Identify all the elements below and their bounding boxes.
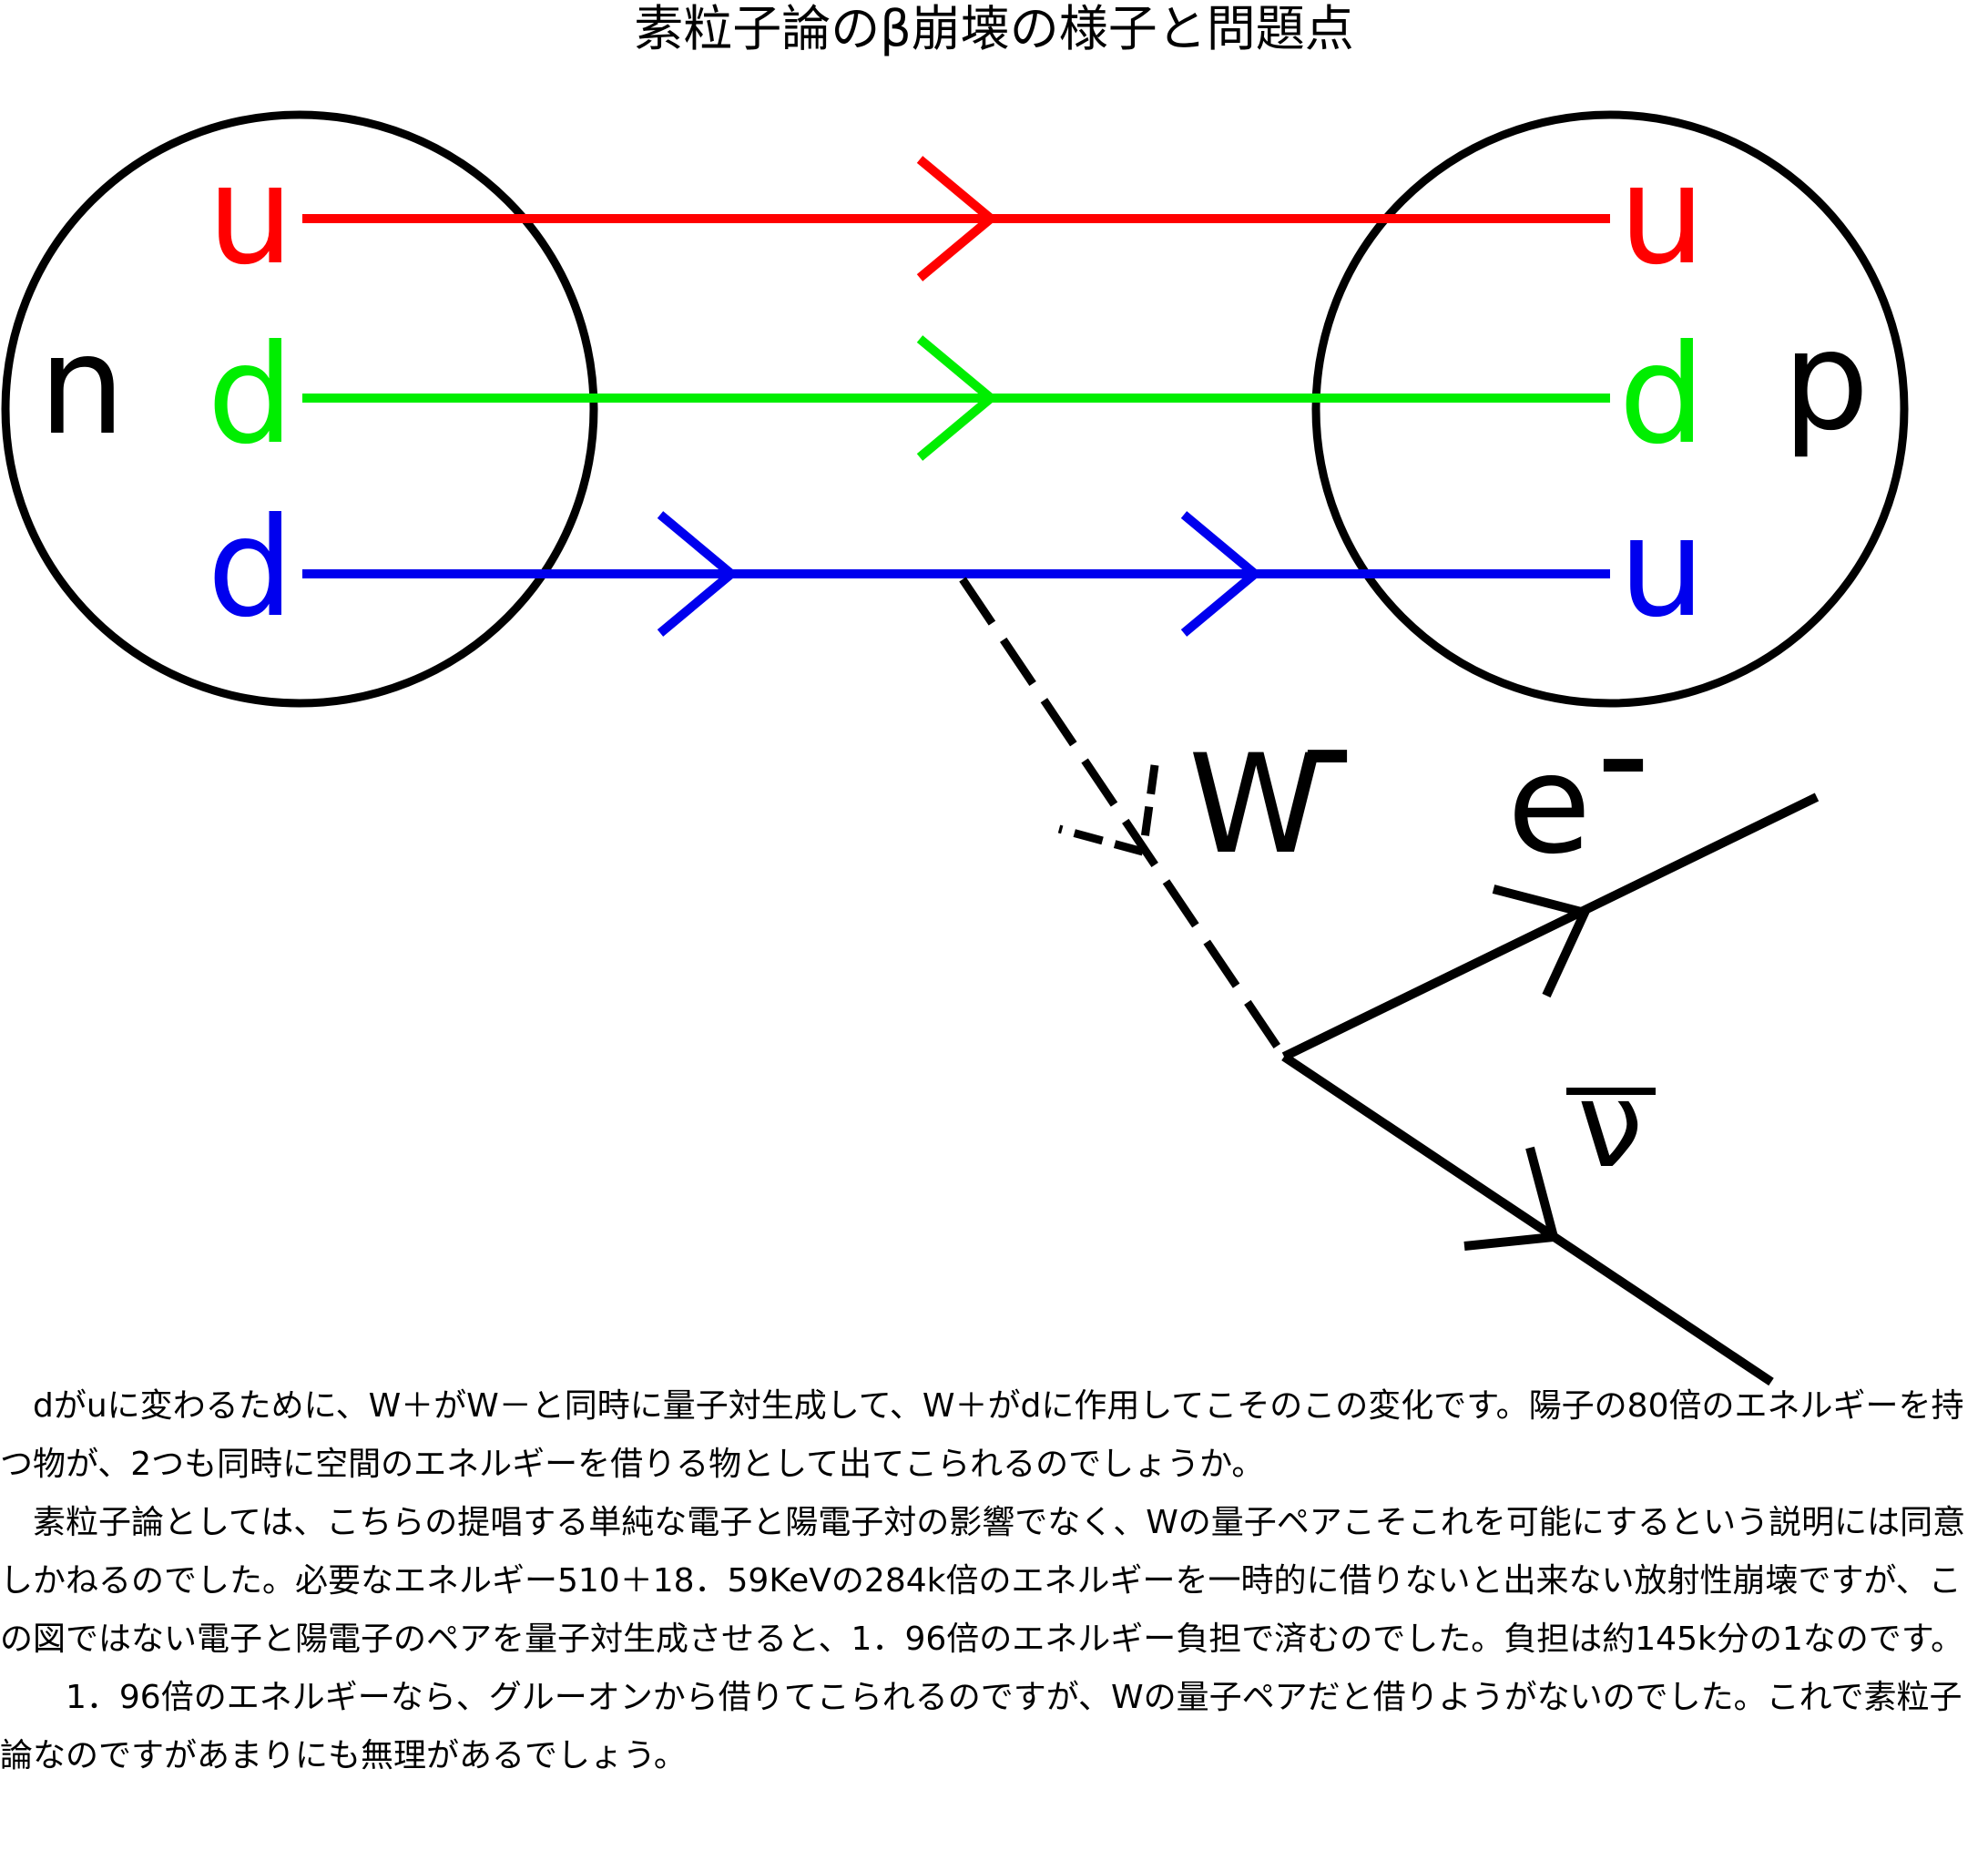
- paragraph-2: 素粒子論としては、こちらの提唱する単純な電子と陽電子対の影響でなく、Wの量子ペア…: [0, 1504, 1966, 1658]
- electron-label: e: [1507, 726, 1591, 884]
- paragraph-1: dがuに変わるために、W＋がW－と同時に量子対生成して、W＋がdに作用してこその…: [0, 1387, 1964, 1483]
- up-quark-line: [302, 156, 1610, 281]
- neutron-quark-1: u: [207, 137, 293, 295]
- proton-quark-1: u: [1618, 137, 1705, 295]
- proton-circle: [1311, 110, 1909, 708]
- antineutrino-label: ν: [1577, 1056, 1644, 1194]
- w-boson-propagator: [959, 577, 1288, 1059]
- electron-line: [1281, 792, 1820, 1061]
- proton-quark-2: d: [1618, 316, 1705, 475]
- w-boson-label: W: [1188, 726, 1323, 884]
- transforming-quark-arrow-2: [1180, 511, 1262, 637]
- w-boson-symbol: W: [1188, 726, 1323, 884]
- neutron-quark-2: d: [207, 316, 293, 475]
- electron-arrow: [1492, 884, 1592, 998]
- neutron-label: n: [38, 307, 125, 465]
- up-quark-arrow: [916, 156, 998, 281]
- explanation-text: dがuに変わるために、W＋がW－と同時に量子対生成して、W＋がdに作用してこその…: [0, 1377, 1988, 1785]
- neutron-circle: [1, 110, 598, 708]
- electron-symbol: e: [1507, 726, 1591, 884]
- proton-quark-3: u: [1618, 489, 1705, 648]
- electron-charge: –: [1598, 700, 1648, 816]
- down-quark-arrow: [916, 335, 998, 461]
- w-boson-arrow-a: [1138, 764, 1159, 853]
- w-boson-charge: –: [1302, 690, 1352, 807]
- transforming-quark-arrow-1: [657, 511, 739, 637]
- transforming-quark-line: [302, 511, 1610, 637]
- antineutrino-arrow: [1463, 1146, 1560, 1251]
- proton-label: p: [1782, 302, 1869, 461]
- w-boson-arrow-b: [1057, 824, 1145, 856]
- paragraph-3: 1．96倍のエネルギーなら、グルーオンから借りてこられるのですが、Wの量子ペアだ…: [0, 1679, 1963, 1774]
- down-quark-line: [302, 335, 1610, 461]
- neutron-quark-3: d: [207, 489, 293, 648]
- page-title: 素粒子論のβ崩壊の様子と問題点: [634, 0, 1354, 57]
- antineutrino-line: [1281, 1052, 1774, 1386]
